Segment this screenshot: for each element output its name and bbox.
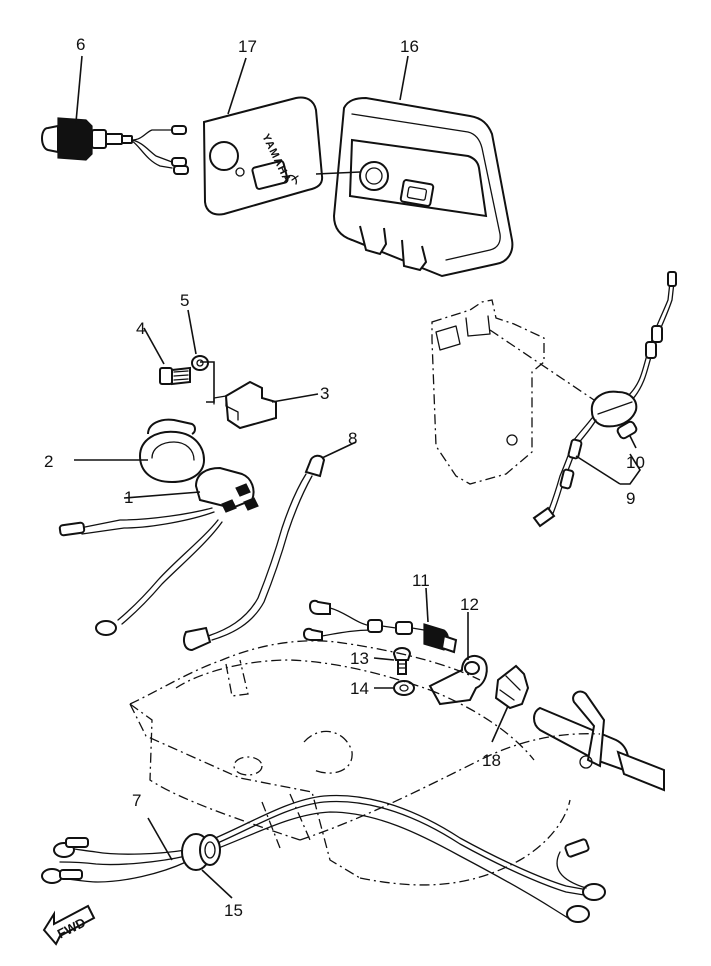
battery-cable-part-8: [183, 454, 326, 652]
key-switch-part-6: [41, 117, 189, 175]
fwd-label: FWD: [55, 915, 88, 942]
callout-14: 14: [350, 679, 369, 698]
callout-5: 5: [180, 291, 189, 310]
cdi-unit-outline: [431, 299, 601, 485]
bracket-part-3: [213, 380, 277, 430]
neutral-switch-part-11: [302, 599, 458, 654]
callout-2: 2: [44, 452, 53, 471]
cam-part-18: [494, 664, 665, 792]
callout-4: 4: [136, 319, 145, 338]
bracket-part-12: [428, 654, 488, 706]
fuse-part-10: [616, 420, 638, 440]
callout-7: 7: [132, 791, 141, 810]
screw-part-13: [392, 647, 412, 675]
callout-10: 10: [626, 453, 645, 472]
grommet-part-15: [181, 833, 221, 871]
callout-12: 12: [460, 595, 479, 614]
bolt-part-4: [159, 366, 191, 386]
callout-numbers: 1 2 3 4 5 6 7 8 9 10 11 12 13 14 15 16 1…: [44, 35, 645, 920]
panel-plate-part-17: YAMAHA: [202, 96, 324, 216]
callout-13: 13: [350, 649, 369, 668]
control-box-part-16: [332, 96, 514, 278]
callout-8: 8: [348, 429, 357, 448]
leader-lines: [74, 55, 641, 899]
wire-harness-part-7: [41, 794, 606, 923]
forward-arrow-icon: FWD: [42, 904, 96, 946]
callout-11: 11: [412, 571, 430, 590]
callout-9: 9: [626, 489, 635, 508]
starter-solenoid-part-1: [58, 466, 259, 636]
callout-6: 6: [76, 35, 85, 54]
callout-1: 1: [124, 488, 133, 507]
callout-18: 18: [482, 751, 501, 770]
clamp-part-2: [138, 418, 206, 484]
bottom-cowling-outline: [129, 640, 601, 886]
callout-17: 17: [238, 37, 257, 56]
callout-16: 16: [400, 37, 419, 56]
washer-part-5: [191, 355, 209, 371]
callout-3: 3: [320, 384, 329, 403]
callout-15: 15: [224, 901, 243, 920]
fuse-holder-part-9: [532, 271, 677, 528]
